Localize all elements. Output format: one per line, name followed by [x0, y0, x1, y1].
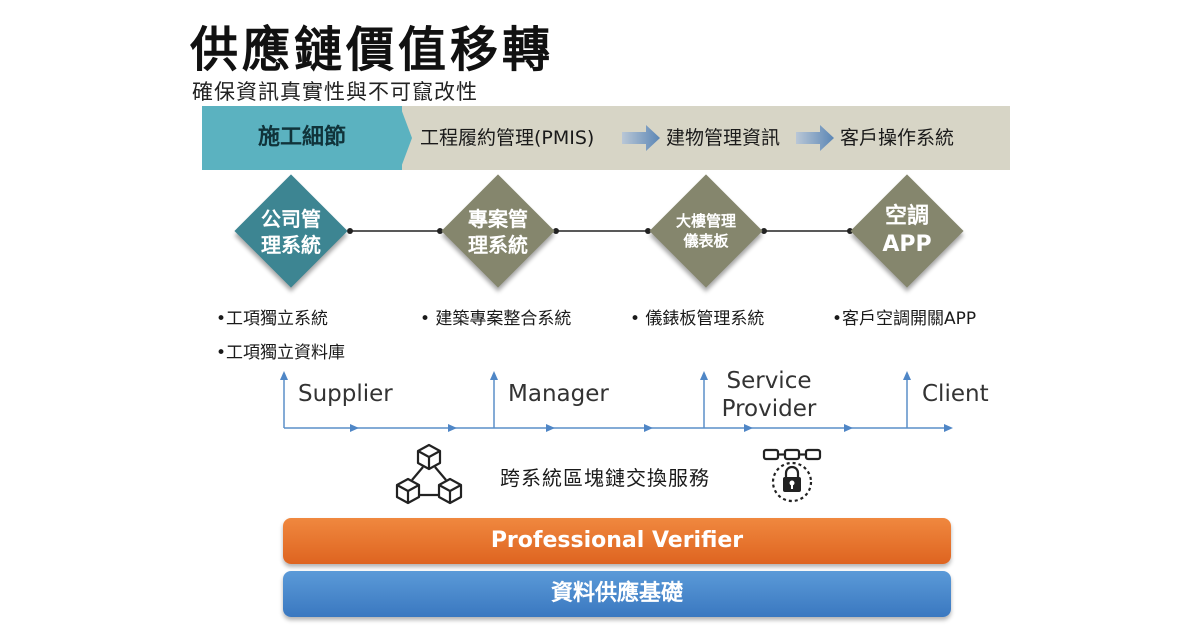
banner-chevron: [400, 106, 412, 170]
page-subtitle: 確保資訊真實性與不可竄改性: [192, 80, 478, 104]
process-step-1-label: 施工細節: [257, 125, 346, 150]
blockchain-cubes-icon: [395, 443, 463, 505]
system-bullet: •客戶空調開關APP: [832, 309, 977, 329]
system-bullet: • 建築專案整合系統: [420, 309, 572, 329]
professional-verifier-layer: Professional Verifier: [283, 518, 951, 564]
process-arrow-icon: [622, 125, 660, 151]
chain-lock-icon: [762, 448, 822, 503]
system-label-project: 專案管理系統: [468, 207, 528, 257]
process-step-3-label: 建物管理資訊: [666, 127, 781, 149]
role-client: Client: [922, 381, 989, 407]
process-step-active: [202, 106, 402, 170]
system-bullet: • 儀錶板管理系統: [630, 309, 765, 329]
role-supplier: Supplier: [298, 381, 393, 407]
role-manager: Manager: [508, 381, 609, 407]
page-title: 供應鏈價值移轉: [190, 22, 555, 78]
system-bullet: •工項獨立資料庫: [216, 343, 346, 363]
exchange-service-label: 跨系統區塊鏈交換服務: [500, 466, 710, 490]
system-label-company: 公司管理系統: [261, 207, 321, 257]
system-bullet: •工項獨立系統: [216, 309, 329, 329]
process-step-2-label: 工程履約管理(PMIS): [420, 127, 595, 149]
process-step-4-label: 客戶操作系統: [840, 127, 955, 149]
system-label-dashboard: 大樓管理儀表板: [675, 212, 736, 250]
process-arrow-icon: [796, 125, 834, 151]
data-supply-foundation-layer: 資料供應基礎: [283, 571, 951, 617]
